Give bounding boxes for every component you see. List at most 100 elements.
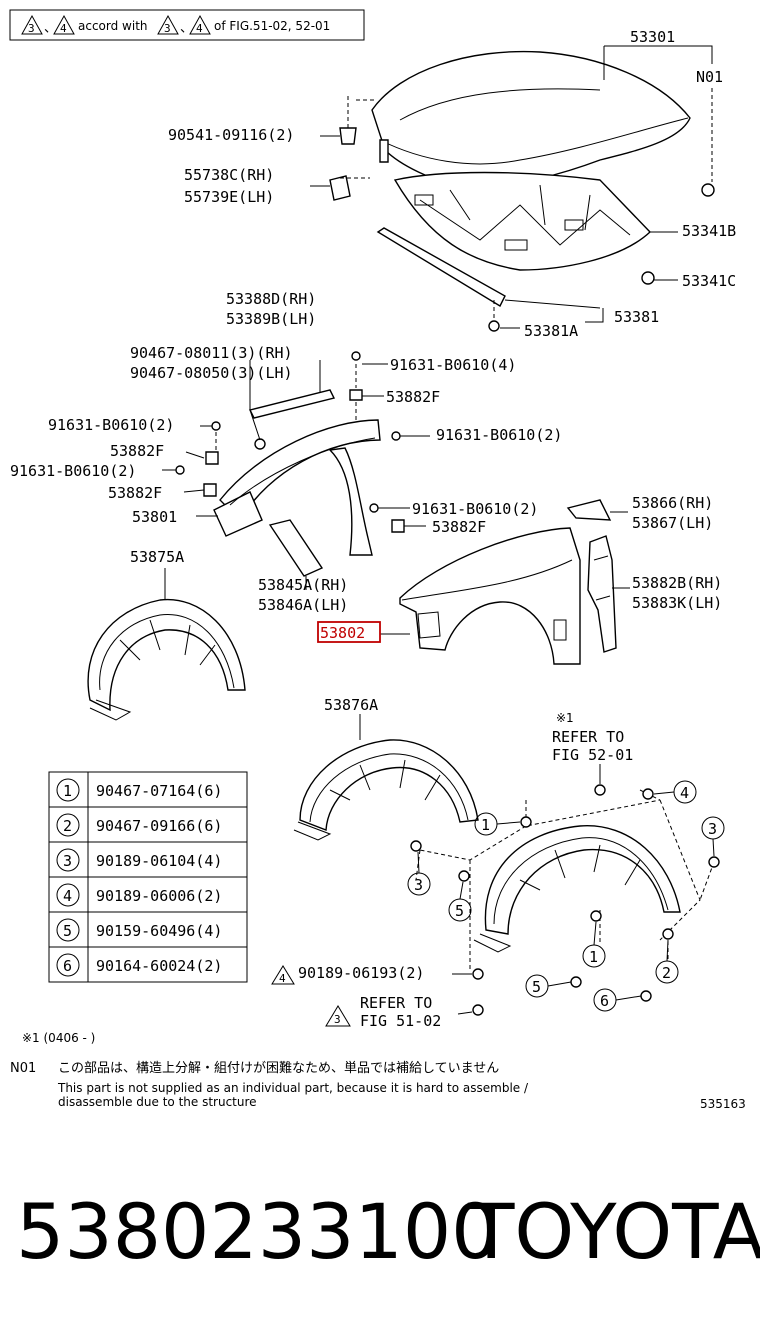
fender-drawing: [399, 527, 617, 665]
row-number-circle: [56, 848, 80, 872]
table-row-number: 5: [63, 922, 72, 940]
clip-icon: [708, 856, 720, 868]
bolt-icon: [640, 990, 652, 1002]
row-number-circle: [56, 883, 80, 907]
callout-4a: 4: [680, 784, 689, 802]
tri-refer-51: 3: [334, 1013, 341, 1026]
svg-text:、: 、: [180, 21, 193, 36]
screw-icon: [458, 870, 470, 882]
svg-text:、: 、: [44, 21, 57, 36]
label-55738c: 55738C(RH): [184, 166, 274, 184]
header-text1: accord with: [78, 19, 148, 33]
callout-5a: 5: [455, 902, 464, 920]
label-53341b: 53341B: [682, 222, 736, 240]
label-53882f-left2: 53882F: [108, 484, 162, 502]
hood-drawing: [329, 50, 715, 332]
triangle-icon: [157, 14, 179, 35]
table-row-number: 6: [63, 957, 72, 975]
bolt-icon: [594, 784, 606, 796]
table-row: 4 90189-06006(2): [56, 883, 222, 907]
label-55739e: 55739E(LH): [184, 188, 274, 206]
label-53882f-right: 53882F: [432, 518, 486, 536]
refer-52-01-line2: FIG 52-01: [552, 746, 633, 764]
table-row-part[interactable]: 90164-60024(2): [96, 957, 222, 975]
label-53389b: 53389B(LH): [226, 310, 316, 328]
table-row-part[interactable]: 90189-06104(4): [96, 852, 222, 870]
bolt-icon: [391, 431, 401, 441]
label-90541: 90541-09116(2): [168, 126, 294, 144]
clip-icon: [410, 840, 422, 852]
table-row-part[interactable]: 90467-07164(6): [96, 782, 222, 800]
table-row-number: 2: [63, 817, 72, 835]
clip-icon: [488, 320, 500, 332]
label-53845a: 53845A(RH): [258, 576, 348, 594]
liner-right-drawing: [473, 825, 681, 953]
label-53882f-left1: 53882F: [110, 442, 164, 460]
triangle-icon: [189, 14, 211, 35]
refer-52-01-line1: REFER TO: [552, 728, 624, 746]
triangle-icon: [325, 1005, 351, 1027]
label-53801: 53801: [132, 508, 177, 526]
screw-icon: [570, 976, 582, 988]
label-91631-top: 91631-B0610(4): [390, 356, 516, 374]
label-53301: 53301: [630, 28, 675, 46]
label-53882b: 53882B(RH): [632, 574, 722, 592]
note-mark-1: ※1: [556, 711, 574, 725]
callout-2: 2: [662, 964, 671, 982]
part-number-title: 5380233100: [16, 1187, 500, 1276]
figure-number: 535163: [700, 1097, 746, 1111]
label-53381: 53381: [614, 308, 659, 326]
table-row: 6 90164-60024(2): [56, 953, 222, 977]
header-tri-b: 4: [60, 22, 67, 35]
label-53882f-top: 53882F: [386, 388, 440, 406]
row-number-circle: [56, 813, 80, 837]
table-row-part[interactable]: 90159-60496(4): [96, 922, 222, 940]
table-row-number: 1: [63, 782, 72, 800]
label-91631-right1: 91631-B0610(2): [436, 426, 562, 444]
callout-1b: 1: [589, 948, 598, 966]
label-53883k: 53883K(LH): [632, 594, 722, 612]
bolt-icon: [351, 351, 361, 361]
callout-3b: 3: [414, 876, 423, 894]
callouts: 1 4 3 3 5 1 2 5 6: [407, 780, 725, 1012]
table-row: 1 90467-07164(6): [56, 778, 222, 802]
label-53866: 53866(RH): [632, 494, 713, 512]
header-tri-d: 4: [196, 22, 203, 35]
row-number-circle: [56, 918, 80, 942]
clip-icon: [254, 438, 266, 450]
triangle-icon: [271, 965, 295, 985]
nut-icon: [642, 788, 654, 800]
callout-5b: 5: [532, 978, 541, 996]
label-53846a: 53846A(LH): [258, 596, 348, 614]
tri-90189: 4: [279, 972, 286, 985]
table-row-part[interactable]: 90189-06006(2): [96, 887, 222, 905]
bolt-icon: [175, 465, 185, 475]
refer-51-02-line2: FIG 51-02: [360, 1012, 441, 1030]
label-91631-right2: 91631-B0610(2): [412, 500, 538, 518]
bolt-icon: [472, 1004, 484, 1016]
cushion-icon: [339, 127, 357, 145]
refer-51-02-line1: REFER TO: [360, 994, 432, 1012]
table-row: 3 90189-06104(4): [56, 848, 222, 872]
table-row-part[interactable]: 90467-09166(6): [96, 817, 222, 835]
nut-icon: [472, 968, 484, 980]
label-90189-06193: 90189-06193(2): [298, 964, 424, 982]
label-53381a: 53381A: [524, 322, 578, 340]
label-91631-left1: 91631-B0610(2): [48, 416, 174, 434]
table-row-number: 4: [63, 887, 72, 905]
table-row: 2 90467-09166(6): [56, 813, 222, 837]
triangle-icon: [53, 14, 75, 35]
header-note: 3 、 4 accord with 3 、 4 of FIG.51-02, 52…: [9, 9, 365, 41]
row-number-circle: [56, 778, 80, 802]
label-53876a: 53876A: [324, 696, 378, 714]
label-53802-highlighted[interactable]: 53802: [320, 624, 365, 642]
label-n01: N01: [696, 68, 723, 86]
header-text2: of FIG.51-02, 52-01: [214, 19, 330, 33]
highlight-box: [317, 621, 381, 643]
label-53388d: 53388D(RH): [226, 290, 316, 308]
row-number-circle: [56, 953, 80, 977]
bolt-icon: [701, 183, 715, 197]
label-90467-lh: 90467-08050(3)(LH): [130, 364, 293, 382]
n01-label: N01: [10, 1061, 36, 1076]
